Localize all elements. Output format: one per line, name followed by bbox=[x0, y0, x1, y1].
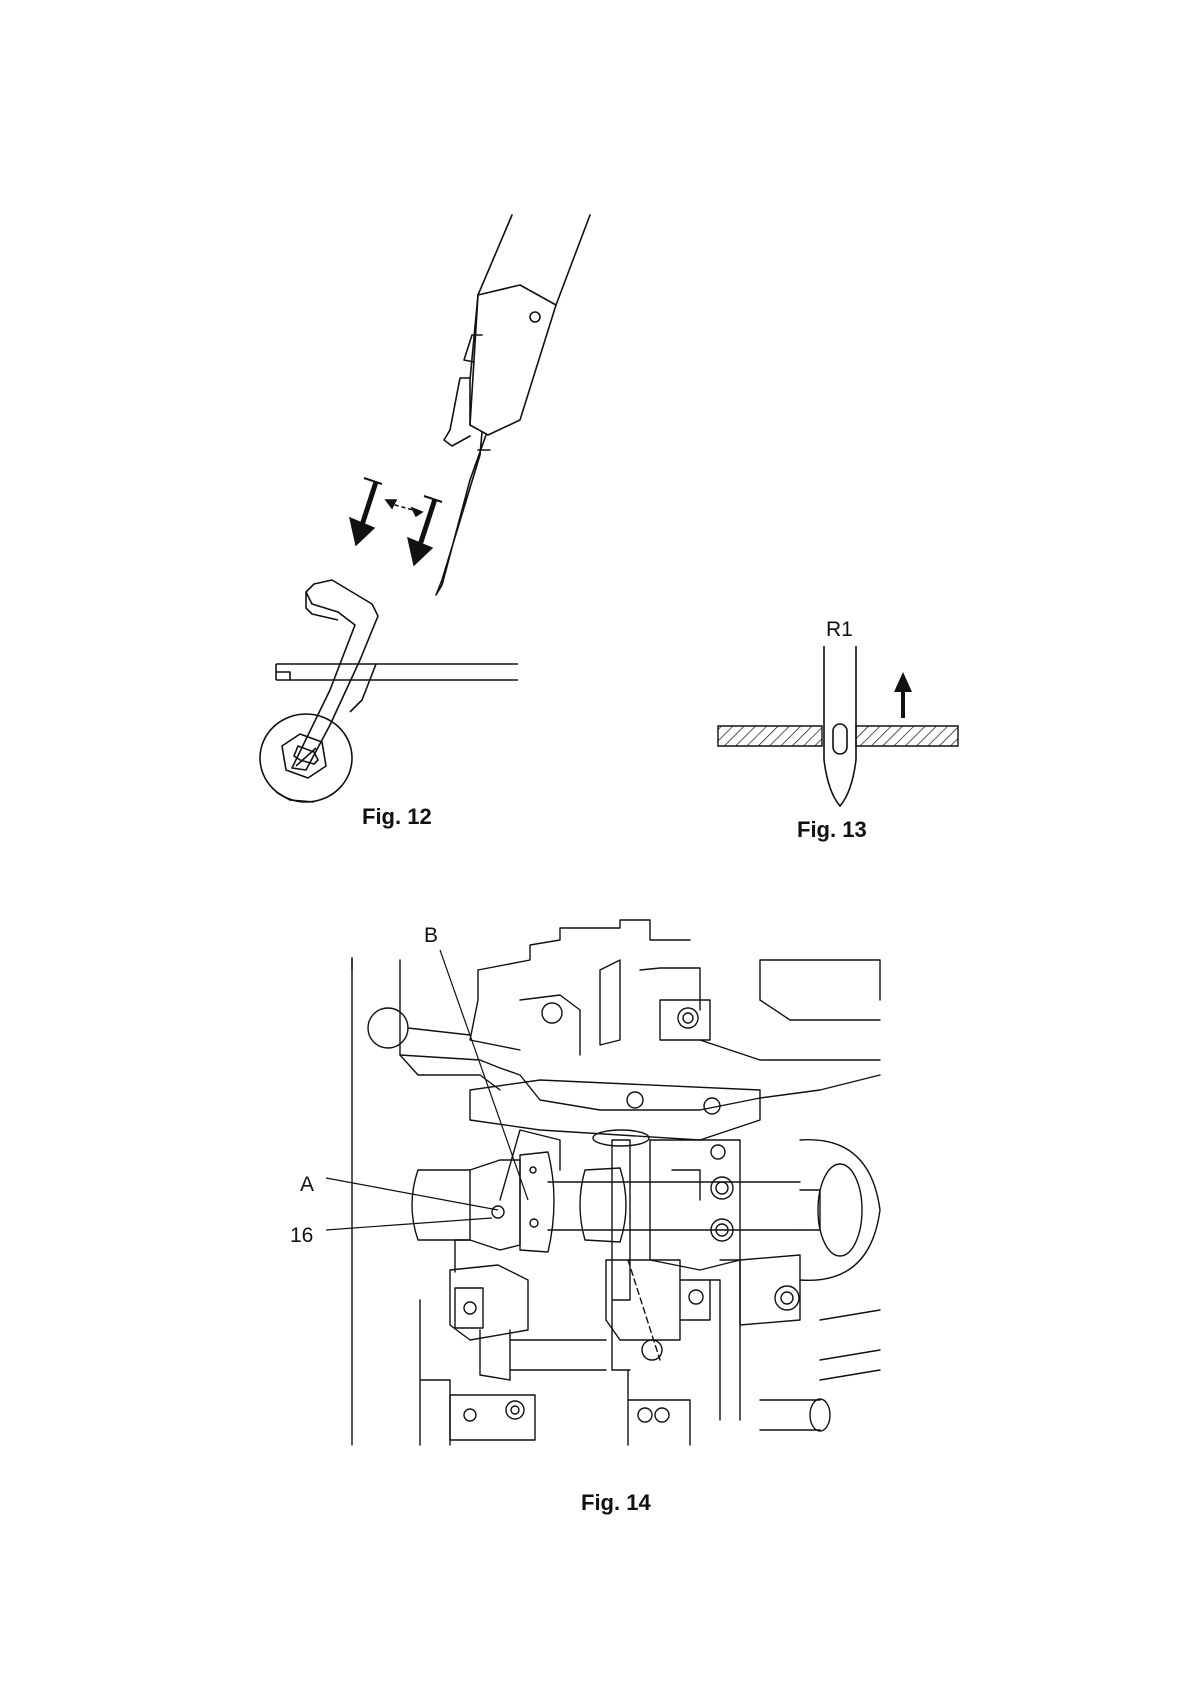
looper-hook bbox=[292, 580, 378, 770]
fig14-caption: Fig. 14 bbox=[581, 1490, 651, 1516]
hex-screw bbox=[282, 734, 326, 778]
upper-hole-1 bbox=[542, 1003, 562, 1023]
lower-left-bracket bbox=[450, 1265, 528, 1340]
bottom-left-block bbox=[450, 1395, 535, 1440]
lower-right-bracket bbox=[740, 1255, 800, 1325]
needle-clamp bbox=[470, 285, 556, 435]
needle bbox=[436, 432, 486, 595]
fig14-illustration: B A 16 bbox=[0, 900, 1190, 1460]
set-screw-16 bbox=[492, 1206, 504, 1218]
callout-b: B bbox=[424, 924, 438, 947]
needle-eye bbox=[833, 724, 847, 754]
needle-bar bbox=[612, 1140, 630, 1300]
needle-bar-right-edge bbox=[556, 215, 590, 305]
callout-16: 16 bbox=[290, 1224, 313, 1247]
upper-casting bbox=[400, 960, 880, 1110]
up-arrow-icon bbox=[894, 672, 912, 718]
clamp-screw-hole bbox=[530, 312, 540, 322]
hatched-plate-left bbox=[718, 726, 822, 746]
fig12-illustration bbox=[0, 0, 1190, 820]
right-block bbox=[650, 1140, 740, 1270]
round-knob bbox=[368, 1008, 408, 1048]
cam-collar bbox=[520, 1152, 554, 1252]
right-pulley bbox=[800, 1140, 880, 1281]
plate-hole-1 bbox=[627, 1092, 643, 1108]
arrow-left-bar bbox=[364, 478, 382, 484]
crank-pin bbox=[642, 1340, 662, 1360]
right-screw-1 bbox=[711, 1177, 733, 1199]
fig12-caption: Fig. 12 bbox=[362, 804, 432, 830]
lower-rod bbox=[760, 1400, 820, 1430]
fig13-caption: Fig. 13 bbox=[797, 817, 867, 843]
left-bearing bbox=[412, 1170, 470, 1240]
leader-16 bbox=[326, 1218, 492, 1230]
hatched-plate-right bbox=[856, 726, 958, 746]
needle-shaft bbox=[824, 646, 856, 806]
fig13-illustration: R1 bbox=[700, 600, 980, 820]
main-shaft bbox=[548, 1182, 800, 1230]
top-screw bbox=[678, 1008, 698, 1028]
bottom-screw bbox=[506, 1401, 524, 1419]
needle-label: R1 bbox=[826, 618, 853, 641]
needle-bar-left-edge bbox=[478, 215, 512, 295]
callout-a: A bbox=[300, 1173, 314, 1196]
